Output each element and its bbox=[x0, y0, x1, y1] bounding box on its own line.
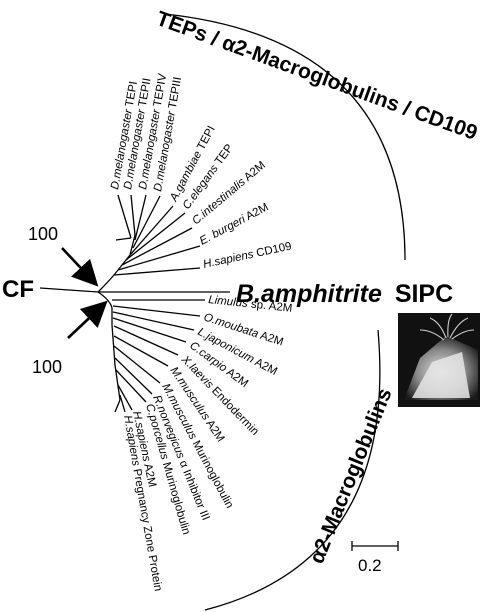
leaf-protein: TEPI bbox=[194, 124, 218, 155]
top-group-arc bbox=[164, 13, 406, 261]
leaf-protein: TEPIII bbox=[166, 76, 184, 113]
scale-bar-label: 0.2 bbox=[358, 556, 382, 575]
leaf-protein: A2M bbox=[242, 201, 271, 224]
leaf-species: H.sapiens bbox=[202, 249, 255, 271]
leaf-species: Limulus bbox=[208, 294, 249, 310]
leaf-protein: A2M bbox=[256, 329, 285, 349]
leaf-label: Limulus sp. A2M bbox=[208, 294, 293, 315]
upper-bootstrap-arrow bbox=[61, 247, 99, 287]
scale-bar bbox=[351, 541, 399, 551]
highlight-protein: SIPC bbox=[395, 280, 453, 308]
outgroup-label: CF bbox=[2, 276, 34, 303]
highlight-species: B.amphitrite bbox=[236, 280, 382, 308]
leaf-label: H.sapiens CD109 bbox=[202, 240, 293, 270]
upper-bootstrap-label: 100 bbox=[28, 224, 58, 244]
leaf-protein: sp. A2M bbox=[247, 298, 293, 315]
tree-branches bbox=[39, 194, 230, 413]
bottom-group-label: α2-Macroglobulins bbox=[305, 385, 396, 567]
outgroup-branch bbox=[39, 287, 99, 293]
leaf-protein: A2M bbox=[141, 460, 158, 488]
lower-bootstrap-arrow bbox=[67, 300, 108, 339]
leaf-protein: A2M bbox=[202, 416, 227, 444]
highlight-label: B.amphitrite SIPC bbox=[236, 280, 453, 308]
leaf-protein: A2M bbox=[250, 355, 279, 378]
leaf-protein: CD109 bbox=[252, 240, 293, 260]
bottom-group-arc bbox=[204, 329, 381, 611]
lower-bootstrap-label: 100 bbox=[32, 357, 62, 377]
leaf-protein: TEPI bbox=[123, 80, 140, 110]
leaf-protein: TEPII bbox=[136, 77, 153, 110]
barnacle-photo bbox=[398, 313, 480, 407]
leaf-protein: A2M bbox=[240, 159, 268, 185]
top-group-label-text: TEPs / α2-Macroglobulins / CD109 bbox=[153, 7, 480, 145]
leaf-protein: TEP bbox=[211, 142, 236, 170]
leaf-protein: A2M bbox=[222, 365, 250, 390]
